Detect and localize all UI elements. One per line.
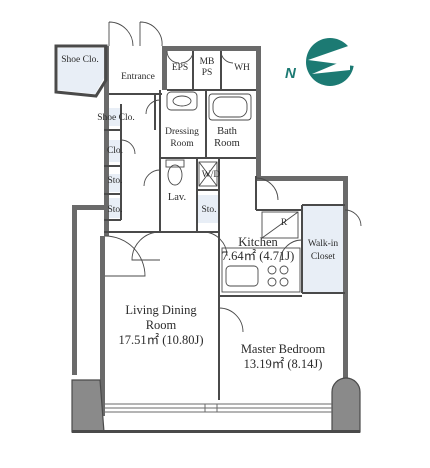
fixtures bbox=[165, 91, 301, 293]
closet-label: Clo. bbox=[107, 146, 123, 156]
compass-north-label: N bbox=[285, 65, 297, 82]
washer-label: W/D bbox=[202, 170, 221, 180]
wh-label: WH bbox=[234, 63, 250, 73]
balcony-rail-bottom bbox=[72, 430, 360, 433]
shoe-closet-side-label: Shoe Clo. bbox=[97, 113, 134, 123]
living-room-label-line2: Room bbox=[146, 318, 177, 332]
living-room-area-label: 17.51㎡ (10.80J) bbox=[118, 333, 203, 347]
master-bedroom-name-label: Master Bedroom bbox=[241, 342, 326, 356]
kitchen-area-label: 7.64㎡ (4.71J) bbox=[222, 249, 295, 263]
closet-fills bbox=[58, 48, 345, 293]
walkin-closet-label-line2: Closet bbox=[311, 252, 336, 262]
balcony-columns bbox=[71, 377, 361, 433]
doors bbox=[104, 21, 362, 333]
compass-rose-icon bbox=[306, 38, 354, 86]
lavatory-label: Lav. bbox=[168, 192, 186, 203]
kitchen-name-label: Kitchen bbox=[238, 235, 278, 249]
storage-3-label: Sto. bbox=[201, 205, 216, 215]
eps-label: EPS bbox=[172, 63, 188, 73]
shoe-closet-outline bbox=[54, 44, 108, 98]
mbps-label-line2: PS bbox=[202, 68, 213, 78]
living-room-label-line1: Living Dining bbox=[125, 303, 197, 317]
master-bedroom-area-label: 13.19㎡ (8.14J) bbox=[244, 357, 323, 371]
bath-room-label-line2: Room bbox=[214, 138, 240, 149]
walkin-closet-label-line1: Walk-in bbox=[308, 239, 339, 249]
interior-walls bbox=[104, 51, 345, 400]
refrigerator-label: R bbox=[281, 218, 288, 228]
window-frame bbox=[104, 403, 332, 413]
mbps-label-line1: MB bbox=[200, 57, 215, 67]
entrance-label: Entrance bbox=[121, 72, 155, 82]
compass: N bbox=[285, 38, 354, 86]
exterior-walls bbox=[72, 46, 348, 416]
storage-2-label: Sto. bbox=[107, 205, 122, 215]
shoe-closet-top-label: Shoe Clo. bbox=[61, 55, 98, 65]
storage-1-label: Sto. bbox=[107, 176, 122, 186]
dressing-room-label-line1: Dressing bbox=[165, 127, 199, 137]
dressing-room-label-line2: Room bbox=[170, 139, 194, 149]
bath-room-label-line1: Bath bbox=[217, 126, 238, 137]
